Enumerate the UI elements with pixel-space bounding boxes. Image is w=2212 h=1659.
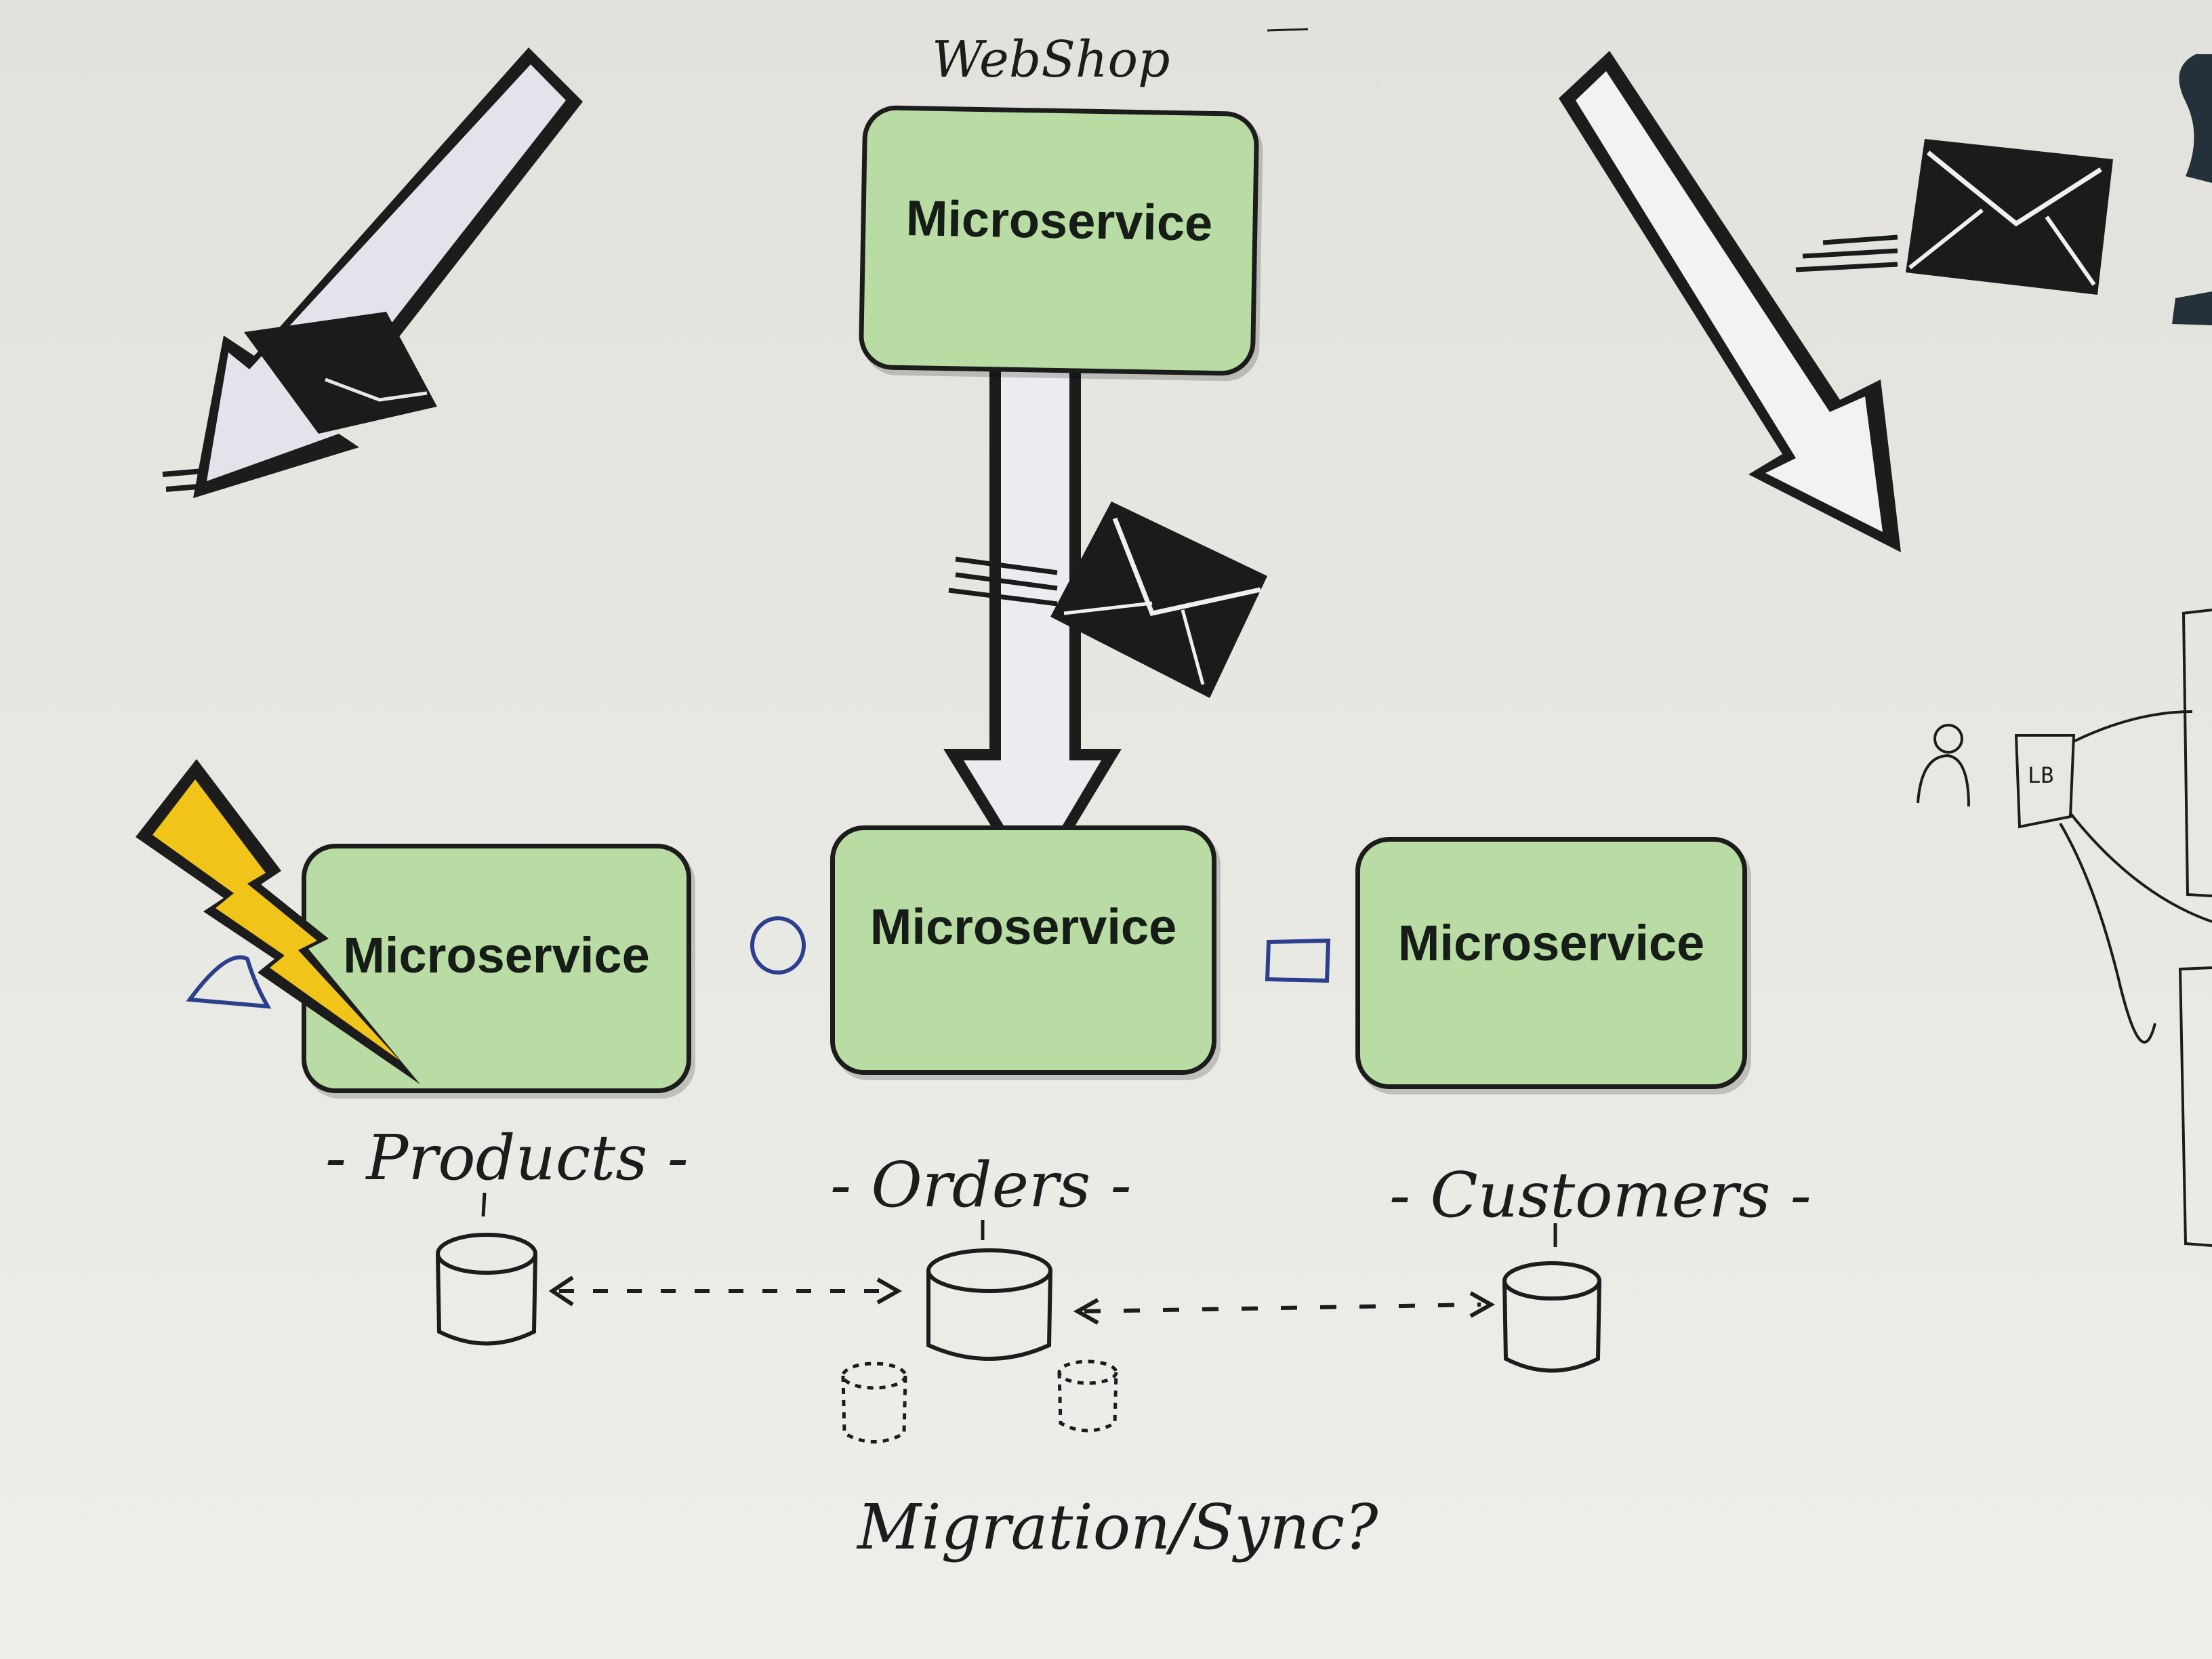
migration-caption: Migration/Sync?	[857, 1491, 1378, 1563]
customers-service-label: Microservice	[1397, 914, 1705, 971]
envelope-icon	[1795, 139, 2113, 295]
orders-service-label: Microservice	[869, 898, 1177, 955]
person-icon	[1917, 724, 1970, 807]
load-balancer-sketch	[2014, 609, 2212, 1247]
circle-shape	[750, 916, 806, 975]
triangle-shape	[186, 955, 272, 1009]
webshop-service-label: Microservice	[905, 189, 1213, 251]
envelope-icon	[244, 312, 437, 434]
square-shape	[1265, 938, 1331, 983]
arrow-icon	[162, 47, 583, 498]
products-service-label: Microservice	[343, 926, 650, 983]
database-icon	[1502, 1261, 1601, 1373]
database-icon	[436, 1233, 537, 1346]
orders-service-card: Microservice	[830, 825, 1216, 1075]
orders-db-label: - Orders -	[830, 1149, 1132, 1221]
sync-arrow	[548, 1275, 903, 1307]
webshop-service-card: Microservice	[858, 104, 1260, 377]
webshop-label: WebShop	[932, 30, 1170, 89]
products-db-label: - Products -	[325, 1122, 689, 1194]
customers-service-card: Microservice	[1355, 837, 1747, 1089]
customers-db-label: - Customers -	[1389, 1159, 1811, 1231]
products-service-card: Microservice	[302, 844, 691, 1093]
database-icon	[841, 1361, 907, 1443]
database-icon	[1057, 1359, 1118, 1433]
load-balancer-label: LB	[2028, 762, 2054, 788]
sync-arrow	[1073, 1291, 1496, 1325]
arrow-icon	[943, 335, 1122, 895]
partial-icon	[2172, 54, 2212, 325]
arrow-icon	[1559, 51, 1901, 552]
envelope-icon	[948, 501, 1267, 698]
database-icon	[926, 1248, 1052, 1361]
